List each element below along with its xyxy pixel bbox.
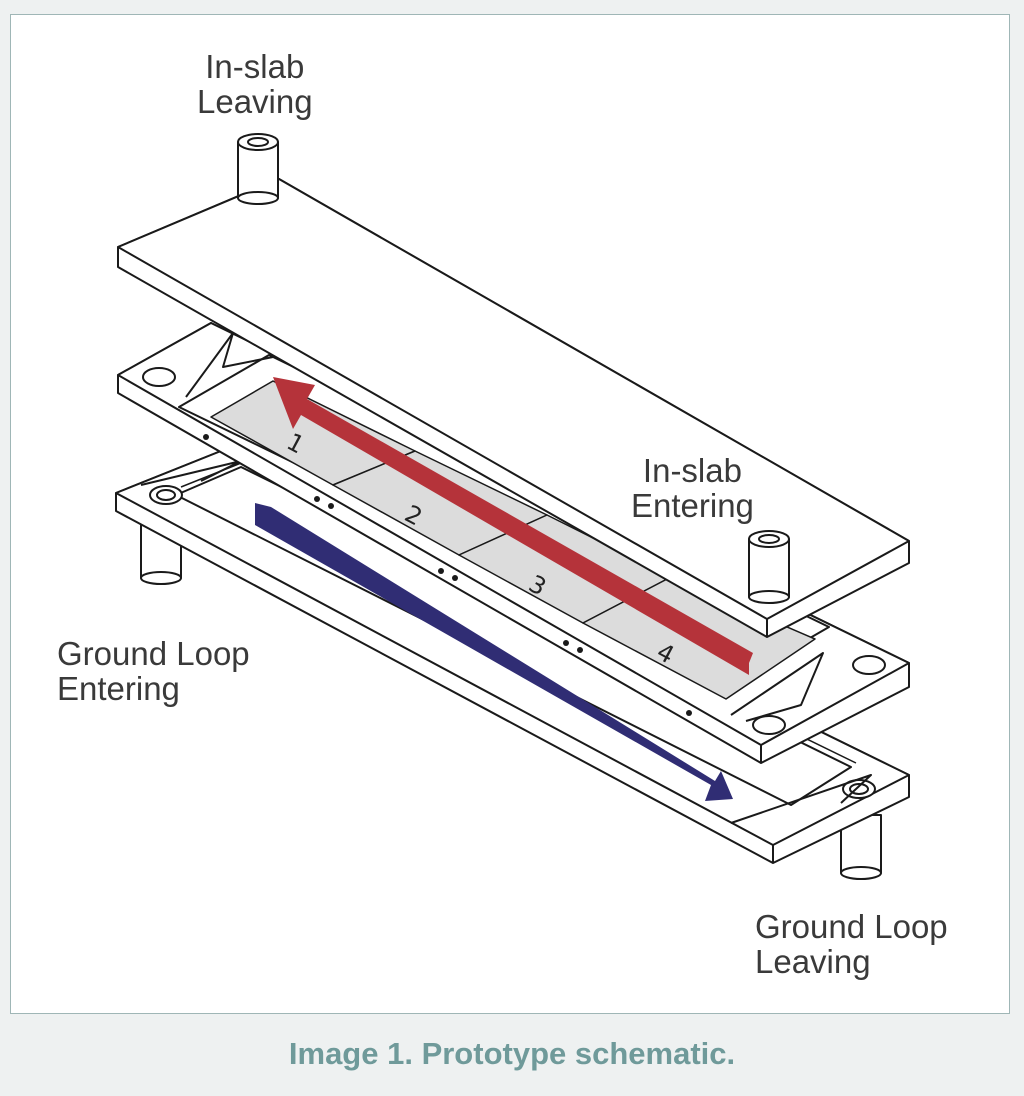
label-line: In-slab (205, 48, 305, 85)
figure-caption: Image 1. Prototype schematic. (288, 1036, 736, 1071)
diagram-frame: 1 2 3 4 (10, 14, 1010, 1014)
ground-loop-leaving-label: Ground Loop Leaving (755, 909, 948, 979)
ground-loop-flow-arrow (255, 503, 733, 801)
label-line: Entering (631, 487, 754, 524)
label-line: In-slab (642, 452, 742, 489)
label-line: Leaving (197, 83, 313, 120)
in-slab-flow-arrow (273, 377, 753, 675)
in-slab-leaving-label: In-slab Leaving (197, 49, 313, 119)
label-line: Leaving (755, 943, 871, 980)
in-slab-leaving-connector (237, 133, 279, 205)
label-line: Entering (57, 670, 180, 707)
ground-loop-entering-label: Ground Loop Entering (57, 636, 250, 706)
in-slab-entering-connector (748, 530, 790, 604)
prototype-schematic: 1 2 3 4 (115, 133, 910, 880)
top-plate (117, 133, 910, 638)
in-slab-entering-label: In-slab Entering (631, 453, 754, 523)
label-line: Ground Loop (755, 908, 948, 945)
label-line: Ground Loop (57, 635, 250, 672)
